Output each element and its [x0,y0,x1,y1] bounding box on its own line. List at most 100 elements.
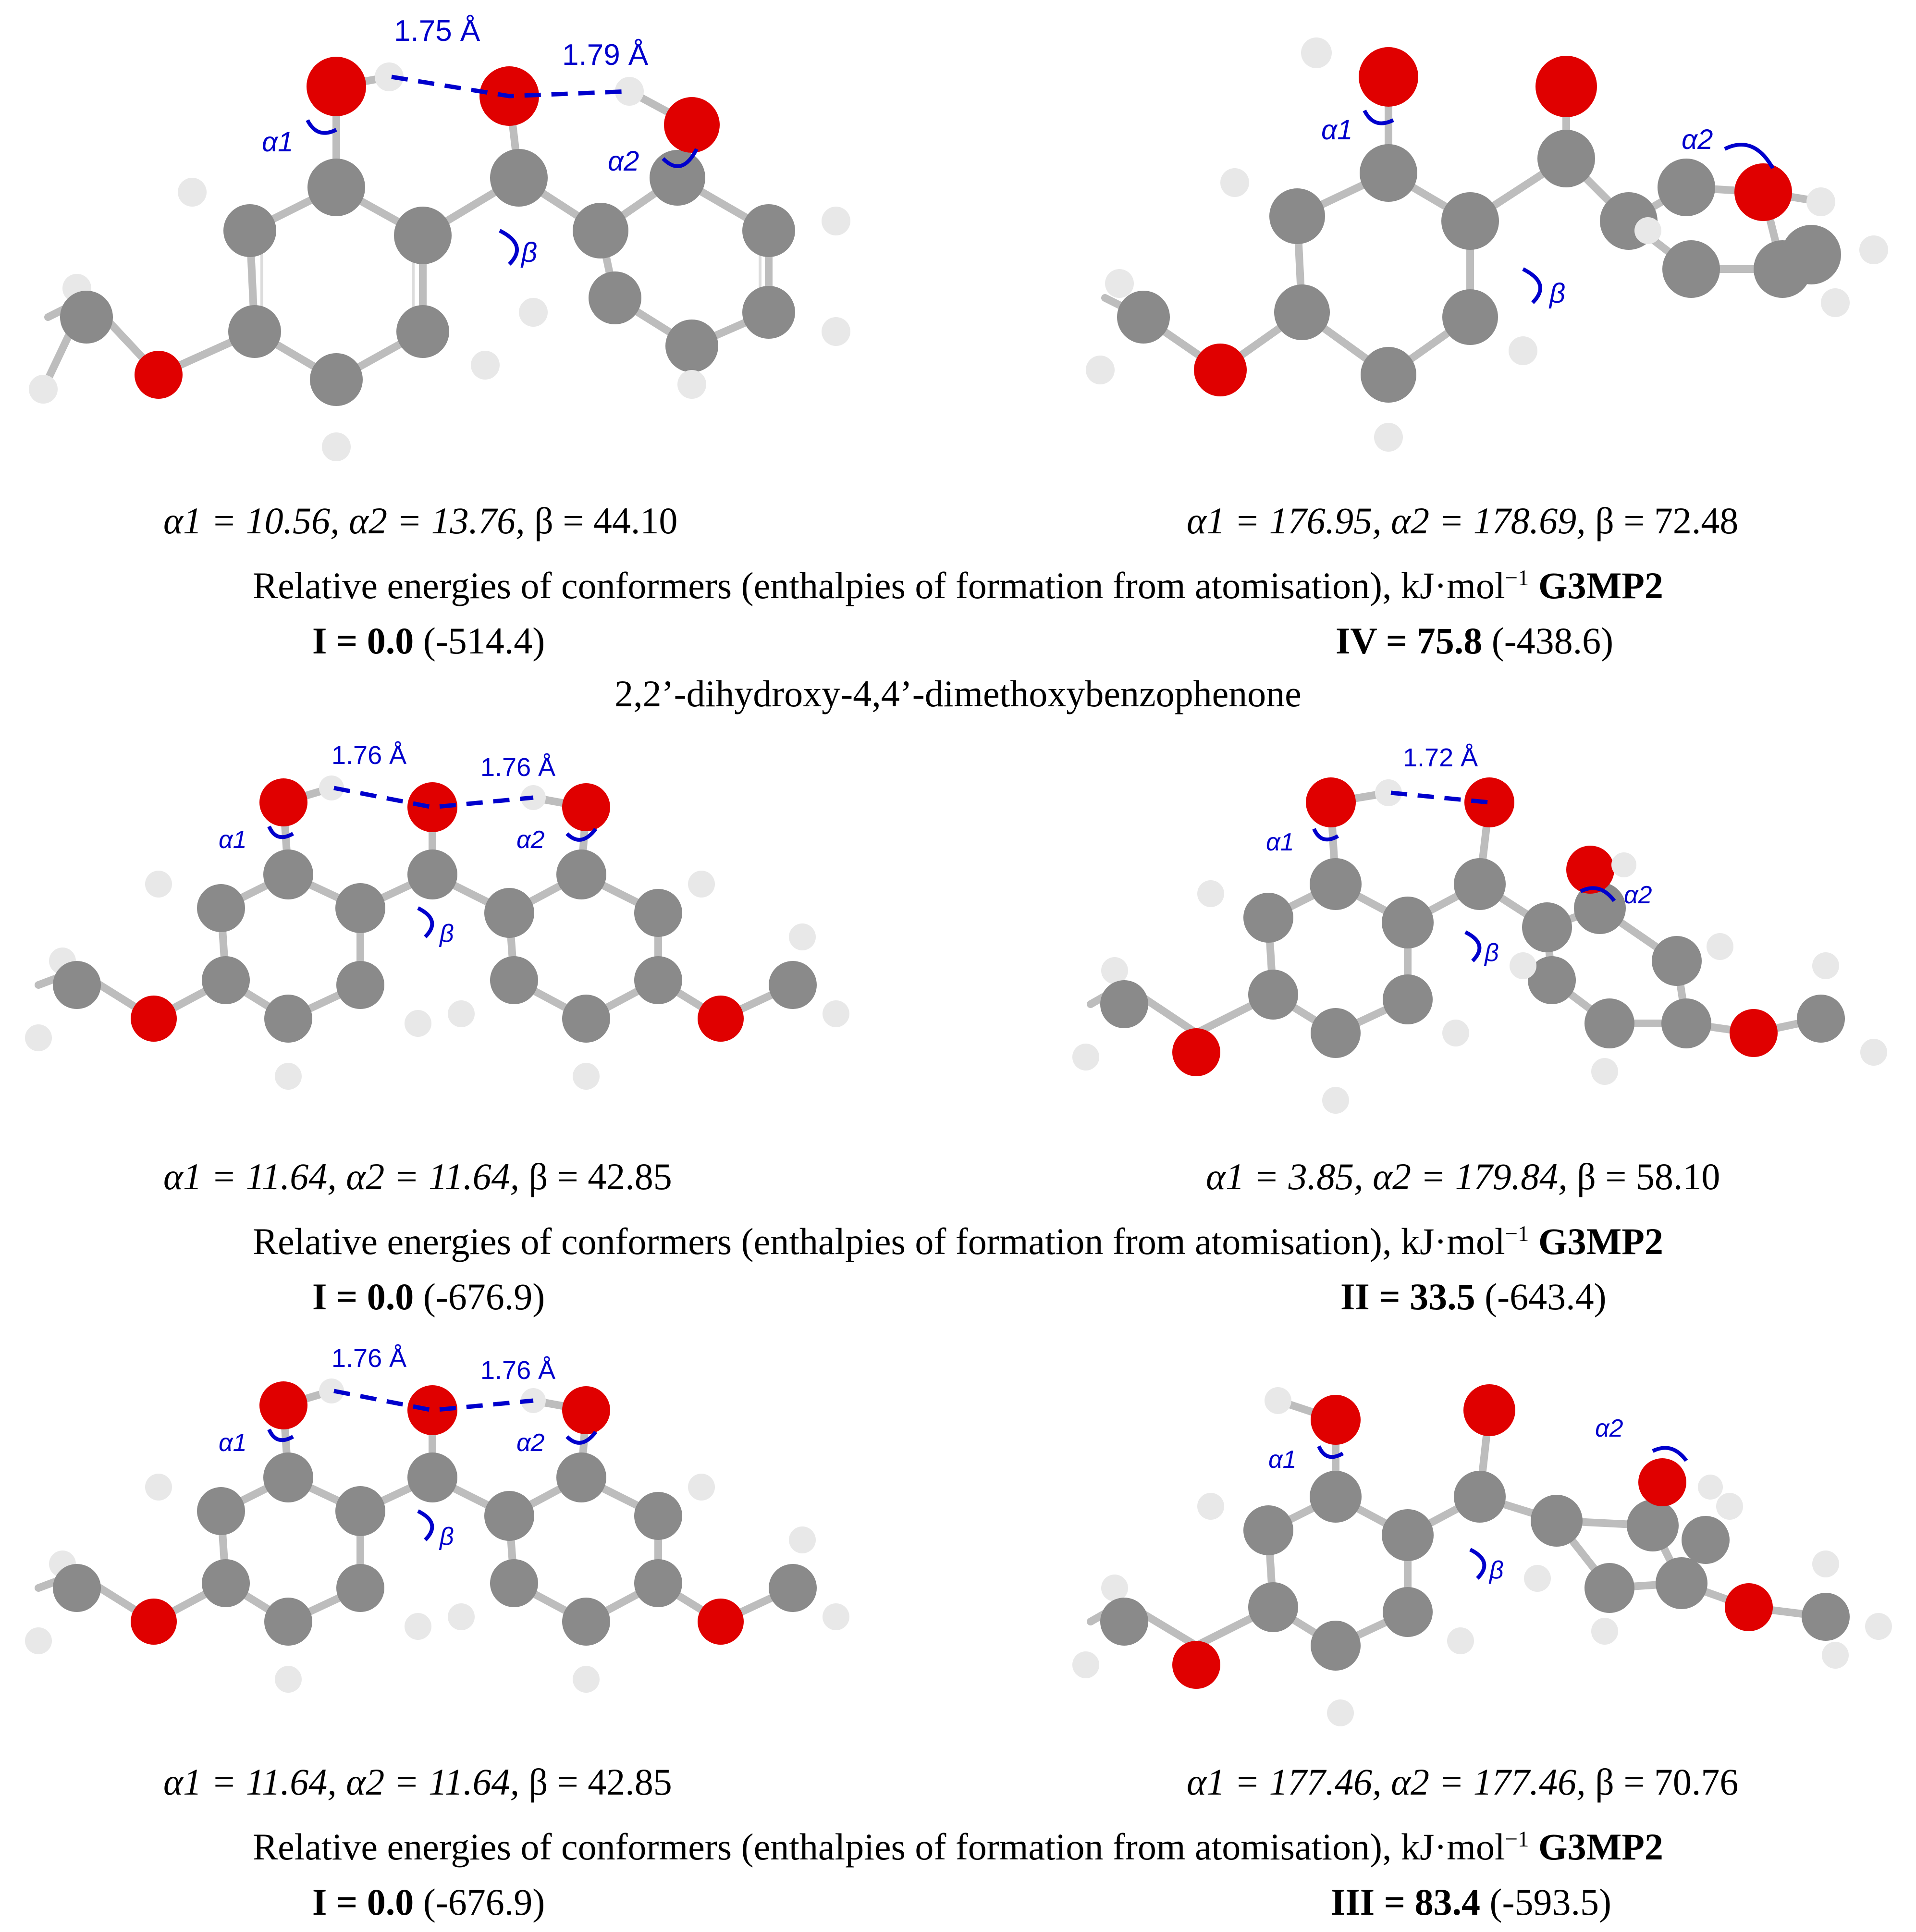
rotation-arrow-icon [1464,930,1482,962]
carbon-atom [1382,897,1434,948]
carbon-atom [1797,995,1845,1043]
carbon-atom [1537,130,1595,187]
carbon-atom [634,1559,682,1607]
alpha2-label: α2 [516,1429,545,1457]
oxygen-atom [1725,1583,1773,1631]
oxygen-atom [1463,1384,1515,1436]
molecule-drawing: α1 α2 β [1072,1384,1892,1726]
hydrogen-atom [573,1666,600,1693]
carbon-atom [1243,1505,1293,1555]
hydrogen-atom [1101,1575,1128,1601]
rotation-arrow-icon [1317,1445,1344,1459]
angle-caption-left: α1 = 11.64, α2 = 11.64, β = 42.85 [163,1763,672,1801]
molecule-drawing: 1.76 Å 1.76 Å α1 α2 β [25,741,849,1090]
conformer-label: III = 83.4 [1331,1881,1481,1923]
energy-unit-sup: −1 [1505,1221,1529,1246]
hydrogen-atom [405,1613,431,1640]
caption-alpha2: α2 = 177.46, [1391,1761,1596,1803]
carbon-atom [1382,1509,1434,1561]
hydrogen-atom [519,298,548,327]
conformer-label: I = 0.0 [312,1881,414,1923]
oxygen-atom [1194,344,1247,396]
carbon-atom [1442,289,1498,345]
conformer-enthalpy: (-514.4) [423,620,545,662]
oxygen-atom [1638,1458,1686,1506]
hydrogen-bond [391,74,630,98]
hydrogen-atom [178,178,207,207]
carbon-atom [562,995,610,1043]
carbon-atom [1274,284,1330,340]
energy-text: Relative energies of conformers (enthalp… [253,1826,1505,1868]
carbon-atom [484,1491,534,1541]
caption-alpha1: α1 = 11.64, [163,1761,346,1803]
carbon-atom [769,961,817,1009]
energy-unit-sup: −1 [1505,1827,1529,1852]
caption-alpha2: α2 = 11.64, [346,1761,529,1803]
energy-method: G3MP2 [1538,565,1663,606]
carbon-atom [665,320,718,372]
hydrogen-atom [1072,1044,1099,1071]
hydrogen-atom [405,1010,431,1037]
conformer-label: I = 0.0 [312,620,414,662]
carbon-atom [1584,1563,1634,1613]
carbon-atom [589,271,641,324]
oxygen-atom [562,1386,610,1434]
carbon-atom [490,1559,538,1607]
rotation-arrow-icon [417,1509,434,1541]
hydrogen-atom [1086,356,1115,384]
alpha1-label: α1 [219,826,247,854]
oxygen-atom [135,351,183,399]
carbon-atom [1781,225,1841,284]
hydrogen-atom [1442,1020,1469,1046]
hydrogen-atom [1072,1651,1099,1678]
oxygen-atom [1311,1395,1361,1445]
carbon-atom [1454,858,1506,910]
carbon-atom [556,849,606,899]
caption-beta: β = 58.10 [1577,1156,1720,1197]
hydrogen-atom [275,1666,302,1693]
carbon-atom [394,207,452,264]
carbon-atom [1361,347,1416,403]
oxygen-atom [1306,777,1356,827]
energy-caption: Relative energies of conformers (enthalp… [0,1223,1916,1260]
hydrogen-atom [322,432,351,461]
conformer-enthalpy: (-643.4) [1485,1276,1607,1317]
hbond-length-1: 1.76 Å [332,1344,406,1373]
carbon-atom [1248,970,1298,1020]
conformer-energy-left: I = 0.0 (-514.4) [312,622,545,660]
hydrogen-atom [1105,269,1134,298]
hydrogen-atom [1812,952,1839,979]
hydrogen-atom [789,1526,816,1553]
oxygen-atom [131,1599,177,1645]
carbon-atom [562,1598,610,1646]
angle-caption-right: α1 = 177.46, α2 = 177.46, β = 70.76 [1187,1763,1738,1801]
alpha2-label: α2 [1682,124,1713,155]
carbon-atom [1528,956,1576,1004]
caption-alpha2: α2 = 11.64, [346,1156,529,1197]
oxygen-atom [698,1599,744,1645]
carbon-atom [310,353,363,406]
hydrogen-atom [25,1627,52,1654]
alpha2-label: α2 [608,146,639,177]
carbon-atom [742,204,795,257]
conformer-energy-left: I = 0.0 (-676.9) [312,1883,545,1921]
caption-beta: β = 44.10 [534,500,678,541]
caption-alpha1: α1 = 3.85, [1206,1156,1373,1197]
hydrogen-atom [823,1000,849,1027]
hydrogen-atom [145,1474,172,1501]
alpha2-label: α2 [1595,1415,1623,1442]
carbon-atom [1656,1557,1707,1609]
carbon-atom [573,203,628,258]
hydrogen-atom [275,1063,302,1090]
oxygen-atom [407,782,457,832]
rotation-arrow-icon [1580,886,1616,902]
beta-label: β [520,237,537,268]
carbon-atom [1311,1621,1361,1671]
carbon-atom [1627,1500,1679,1551]
carbon-atom [1383,974,1433,1024]
beta-label: β [439,920,454,948]
beta-label: β [1488,1556,1504,1584]
energy-text: Relative energies of conformers (enthalp… [253,1220,1505,1262]
hydrogen-atom [688,1474,715,1501]
caption-beta: β = 42.85 [528,1156,672,1197]
